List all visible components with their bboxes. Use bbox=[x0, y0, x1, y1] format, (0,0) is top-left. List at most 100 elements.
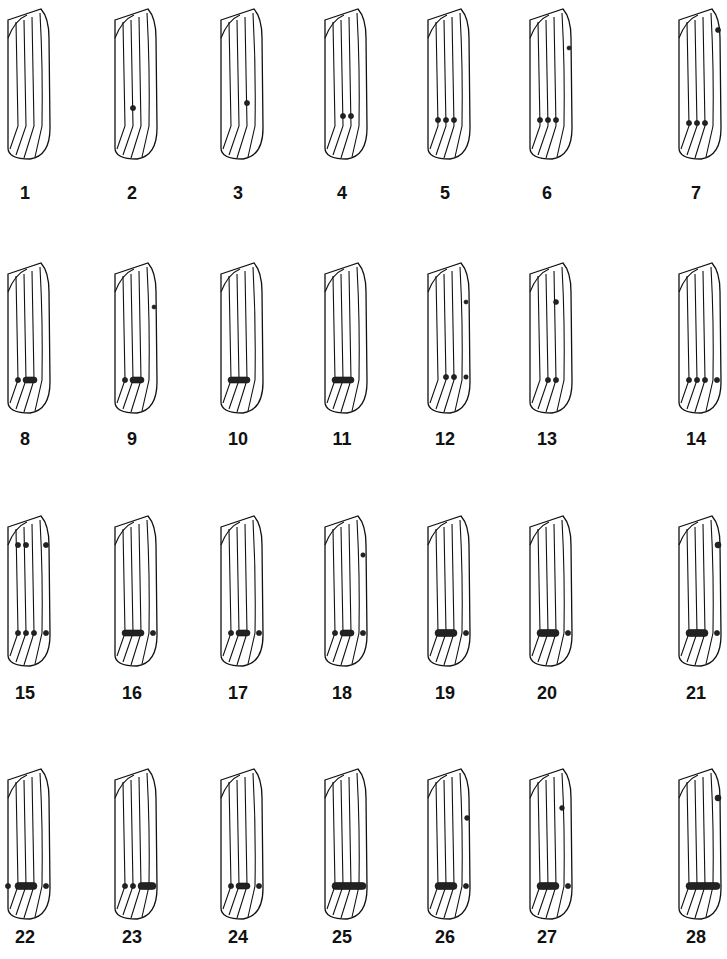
elytron-figure bbox=[115, 769, 157, 919]
figure-number: 7 bbox=[691, 184, 701, 202]
figure-number: 8 bbox=[20, 430, 30, 448]
figure-number: 14 bbox=[686, 430, 706, 448]
elytron-figure bbox=[221, 769, 263, 919]
spot bbox=[228, 883, 233, 888]
elytron-figure bbox=[115, 516, 157, 666]
elytron-outline bbox=[115, 9, 157, 159]
elytron-figure bbox=[325, 9, 367, 159]
elytron-figure bbox=[679, 9, 721, 159]
figure-number: 25 bbox=[332, 928, 352, 946]
spot bbox=[43, 630, 48, 635]
figure-number: 5 bbox=[440, 184, 450, 202]
spot bbox=[451, 374, 456, 379]
elytron-outline bbox=[679, 263, 721, 413]
elytron-outline bbox=[428, 9, 470, 159]
elytron-outline bbox=[221, 516, 263, 666]
elytron-figure bbox=[679, 516, 721, 666]
elytron-figure bbox=[8, 263, 50, 413]
elytron-figure bbox=[5, 769, 50, 919]
spot bbox=[332, 630, 337, 635]
spot bbox=[23, 630, 28, 635]
spot bbox=[554, 300, 559, 305]
spot bbox=[694, 120, 699, 125]
spot bbox=[122, 883, 127, 888]
spot bbox=[361, 553, 365, 557]
figure-number: 27 bbox=[537, 928, 557, 946]
figure-number: 26 bbox=[435, 928, 455, 946]
spot bbox=[5, 883, 10, 888]
spot bbox=[244, 100, 249, 105]
elytron-outline bbox=[325, 769, 367, 919]
figure-number: 16 bbox=[122, 684, 142, 702]
elytron-outline bbox=[428, 263, 470, 413]
elytron-figure bbox=[325, 769, 367, 919]
elytron-outline bbox=[221, 9, 263, 159]
elytron-figure bbox=[428, 9, 470, 159]
spot bbox=[714, 377, 719, 382]
elytron-figure bbox=[428, 263, 470, 413]
figure-number: 6 bbox=[542, 184, 552, 202]
spot bbox=[463, 883, 468, 888]
figure-number: 11 bbox=[332, 430, 351, 448]
elytron-figure bbox=[8, 516, 50, 666]
elytron-outline bbox=[8, 516, 50, 666]
spot bbox=[714, 630, 719, 635]
spot bbox=[702, 120, 707, 125]
spot bbox=[332, 377, 354, 383]
spot bbox=[236, 630, 250, 636]
elytron-figure bbox=[115, 263, 157, 413]
spot bbox=[443, 117, 448, 122]
spot bbox=[15, 883, 37, 890]
spot bbox=[567, 46, 571, 50]
spot bbox=[340, 113, 345, 118]
figure-number: 24 bbox=[228, 928, 248, 946]
spot bbox=[686, 120, 691, 125]
spot bbox=[553, 117, 558, 122]
spot bbox=[686, 630, 708, 637]
elytron-figure bbox=[221, 9, 263, 159]
spot bbox=[348, 113, 353, 118]
spot bbox=[15, 377, 20, 382]
figure-number: 3 bbox=[233, 184, 243, 202]
elytron-figure bbox=[115, 9, 157, 159]
elytron-figure bbox=[679, 263, 721, 413]
spot bbox=[31, 630, 36, 635]
elytron-figure bbox=[530, 769, 572, 919]
spot bbox=[435, 883, 457, 890]
elytron-outline bbox=[530, 263, 572, 413]
spot bbox=[43, 542, 48, 547]
spot bbox=[236, 883, 250, 889]
spot bbox=[451, 117, 456, 122]
spot bbox=[256, 883, 261, 888]
spot bbox=[43, 883, 48, 888]
elytron-outline bbox=[428, 516, 470, 666]
elytron-outline bbox=[221, 769, 263, 919]
spot bbox=[443, 374, 448, 379]
spot bbox=[138, 883, 156, 890]
spot bbox=[228, 630, 233, 635]
spot bbox=[130, 883, 135, 888]
elytron-outline bbox=[325, 516, 367, 666]
spot bbox=[130, 377, 144, 383]
elytron-outline bbox=[428, 769, 470, 919]
spot bbox=[15, 630, 20, 635]
figure-number: 10 bbox=[228, 430, 248, 448]
spot bbox=[565, 883, 570, 888]
elytron-outline bbox=[325, 9, 367, 159]
elytron-outline bbox=[679, 9, 721, 159]
elytron-outline bbox=[115, 769, 157, 919]
elytron-outline bbox=[115, 263, 157, 413]
spot bbox=[152, 305, 156, 309]
elytron-outline bbox=[221, 263, 263, 413]
spot bbox=[545, 117, 550, 122]
spot bbox=[23, 542, 28, 547]
elytron-figure bbox=[530, 9, 572, 159]
elytron-figure bbox=[325, 516, 367, 666]
spot bbox=[435, 117, 440, 122]
spot bbox=[23, 377, 37, 383]
elytron-figure bbox=[530, 263, 572, 413]
spot bbox=[465, 816, 470, 821]
figure-number: 9 bbox=[127, 430, 137, 448]
spot bbox=[464, 375, 468, 379]
